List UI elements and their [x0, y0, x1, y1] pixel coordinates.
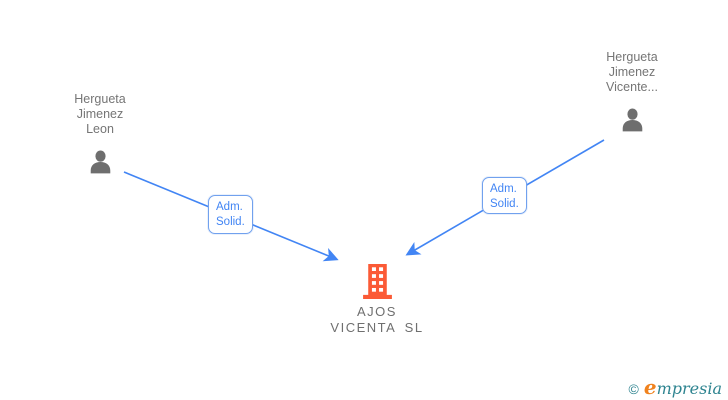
person-name: Hergueta Jimenez Vicente... — [606, 50, 658, 95]
edge-label-adm-solid-left[interactable]: Adm. Solid. — [208, 195, 253, 234]
node-person-left[interactable]: Hergueta Jimenez Leon — [40, 92, 160, 177]
person-name-line: Leon — [86, 122, 114, 136]
person-name-line: Hergueta — [74, 92, 126, 106]
building-icon — [362, 264, 392, 299]
company-name: AJOS VICENTA SL — [330, 304, 423, 335]
empresia-logo-text: mpresia — [656, 379, 722, 398]
person-name-line: Hergueta — [606, 50, 658, 64]
empresia-logo[interactable]: © e mpresia — [629, 377, 722, 397]
company-name-line: AJOS — [357, 304, 397, 319]
edge-label-adm-solid-right[interactable]: Adm. Solid. — [482, 177, 527, 214]
edge-label-line: Adm. — [490, 183, 517, 195]
node-company[interactable]: AJOS VICENTA SL — [317, 264, 437, 335]
person-icon — [622, 108, 642, 132]
person-icon — [90, 150, 110, 174]
person-name-line: Jimenez — [608, 65, 656, 79]
copyright-icon: © — [628, 381, 639, 397]
edge-label-line: Adm. — [216, 201, 243, 213]
edge-label-line: Solid. — [490, 198, 519, 210]
company-name-line: VICENTA SL — [330, 319, 424, 335]
person-name-line: Jimenez — [76, 107, 124, 121]
node-person-right[interactable]: Hergueta Jimenez Vicente... — [572, 50, 692, 135]
empresia-logo-initial: e — [643, 375, 657, 399]
person-name: Hergueta Jimenez Leon — [74, 92, 125, 137]
person-name-line: Vicente... — [606, 80, 658, 94]
edge-label-line: Solid. — [216, 216, 245, 228]
